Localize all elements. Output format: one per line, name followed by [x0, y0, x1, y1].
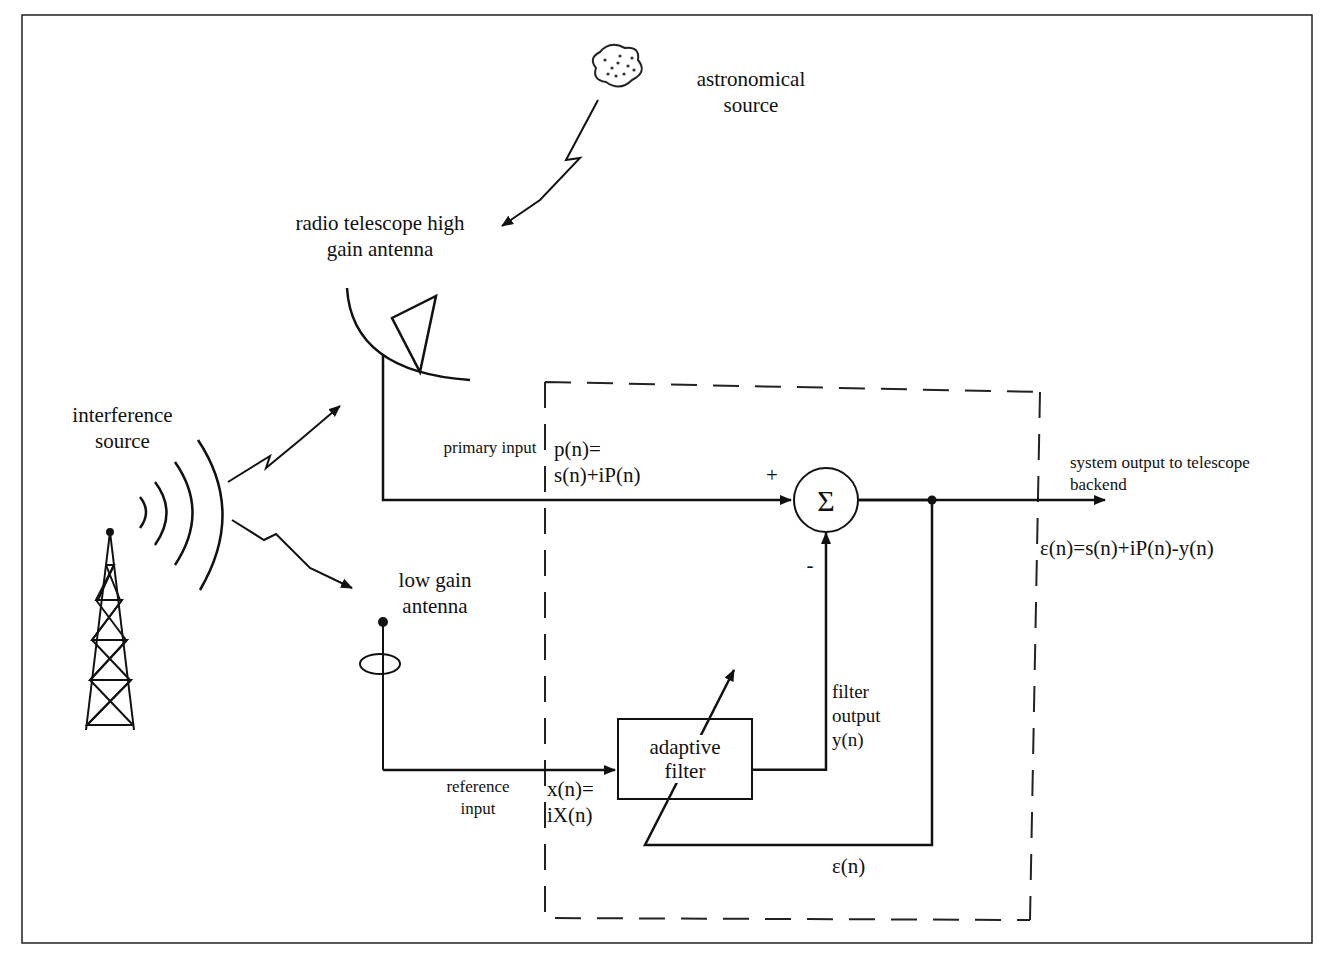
text-label: radio telescope high gain antenna: [280, 210, 480, 262]
label-text: -: [807, 553, 814, 577]
node-text: Σ: [817, 484, 834, 517]
label-text: astronomical source: [697, 67, 805, 117]
blob-texture: [603, 54, 635, 77]
adaptive-filter-box: adaptive filter: [617, 718, 753, 800]
feed-horn: [392, 296, 436, 372]
transmitter-tower: [86, 529, 134, 730]
label-text: ε(n): [832, 854, 865, 878]
text-label: interference source: [50, 402, 195, 454]
text-label: -: [800, 552, 820, 578]
label-text: low gain antenna: [399, 568, 472, 618]
signal-connector: [753, 533, 826, 770]
text-label: p(n)= s(n)+iP(n): [554, 436, 666, 488]
label-text: p(n)= s(n)+iP(n): [554, 437, 641, 487]
label-text: radio telescope high gain antenna: [295, 211, 464, 261]
text-label: low gain antenna: [380, 567, 490, 619]
text-label: astronomical source: [676, 66, 826, 118]
text-label: system output to telescope backend: [1070, 452, 1270, 496]
reference-input-line: [383, 769, 615, 772]
text-label: ε(n)=s(n)+iP(n)-y(n): [1040, 535, 1320, 561]
text-label: filter output y(n): [832, 680, 904, 752]
radiation-arrow: [502, 100, 598, 226]
astronomical-source-blob: [593, 45, 642, 87]
dashed-boundary: [545, 382, 1040, 920]
signal-connector: [645, 500, 932, 845]
emission-waves: [140, 440, 223, 590]
node-text: adaptive filter: [629, 735, 741, 783]
loop-antenna: [360, 617, 400, 770]
label-text: filter output y(n): [832, 681, 881, 750]
label-text: +: [766, 463, 778, 487]
text-label: reference input: [428, 776, 528, 820]
primary-input-line: [383, 355, 791, 500]
text-label: ε(n): [832, 853, 892, 879]
text-label: +: [762, 462, 782, 488]
text-label: x(n)= iX(n): [547, 776, 609, 828]
label-text: reference input: [446, 777, 509, 818]
radiation-arrow: [228, 406, 340, 482]
label-text: x(n)= iX(n): [547, 777, 594, 827]
text-label: primary input: [440, 437, 540, 459]
label-text: system output to telescope backend: [1070, 453, 1250, 494]
frame: [22, 15, 1312, 943]
summing-junction: Σ: [793, 467, 859, 533]
label-text: ε(n)=s(n)+iP(n)-y(n): [1040, 536, 1214, 560]
dish-reflector: [347, 288, 470, 380]
radiation-arrow: [232, 520, 352, 588]
label-text: interference source: [72, 403, 172, 453]
label-text: primary input: [443, 438, 536, 457]
